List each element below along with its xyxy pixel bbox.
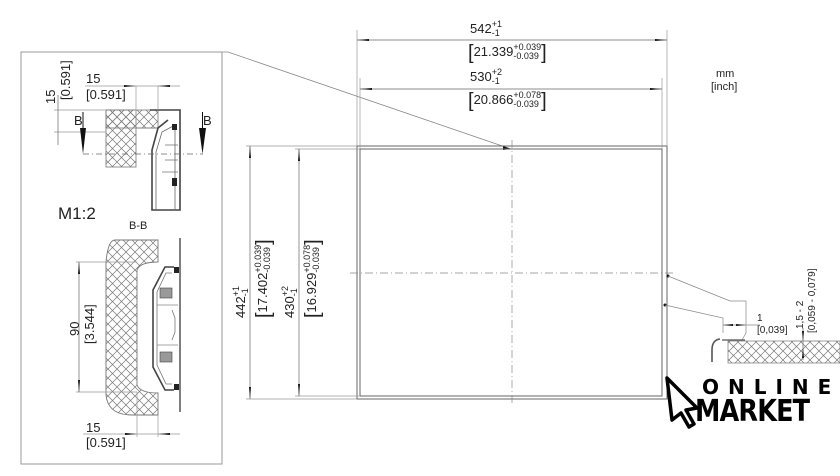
top-vertical-dim-mm: 15 <box>43 89 58 104</box>
top-horizontal-dim-inch: [0.591] <box>86 87 126 102</box>
bottom-horizontal-dim-mm: 15 <box>86 420 101 435</box>
section-arrow-left <box>80 128 86 154</box>
section-bb-gasket <box>105 239 159 416</box>
outer-height-inch: [17.402+0.039-0.039] <box>253 239 275 318</box>
section-height-dim-inch: [3.544] <box>82 304 97 344</box>
detail-leader-line <box>222 51 512 150</box>
section-marker-right: B <box>203 113 212 128</box>
section-arrow-right <box>199 128 206 154</box>
inner-width-value: 530+2-1 <box>470 67 502 86</box>
inner-height-inch: [16.929+0.078-0.039] <box>302 239 324 318</box>
gap-dim-inch: [0,039] <box>757 325 788 336</box>
section-label: B-B <box>129 220 148 232</box>
thickness-dim-inch: [0,059 - 0,079] <box>807 268 818 334</box>
units-inch: [inch] <box>711 81 738 93</box>
section-marker-left: B <box>74 113 83 128</box>
thickness-dim-mm: 1,5 - 2 <box>795 300 806 329</box>
logo-cursor-icon <box>665 376 699 429</box>
logo-line1: ONLINE <box>702 375 840 399</box>
inner-height-value: 430+2-1 <box>280 286 299 318</box>
inner-width-inch: [20.866+0.078-0.039] <box>468 90 547 112</box>
detail-frame <box>20 51 223 465</box>
top-horizontal-dim-mm: 15 <box>86 71 101 86</box>
outer-width-value: 542+1-1 <box>470 19 502 38</box>
outer-width-inch: [21.339+0.039-0.039] <box>468 42 547 64</box>
section-height-dim-mm: 90 <box>67 321 82 336</box>
logo-line2: MARKET <box>695 394 810 429</box>
units-mm: mm <box>716 68 735 80</box>
outer-height-value: 442+1-1 <box>231 286 250 318</box>
bottom-horizontal-dim-inch: [0.591] <box>86 435 126 450</box>
section-bb-frame <box>152 238 181 412</box>
top-vertical-dim-inch: [0.591] <box>58 60 73 100</box>
top-detail-gasket <box>105 109 181 211</box>
scale-label: M1:2 <box>58 204 96 223</box>
edge-detail <box>663 274 840 364</box>
gap-dim-mm: 1 <box>757 313 763 324</box>
